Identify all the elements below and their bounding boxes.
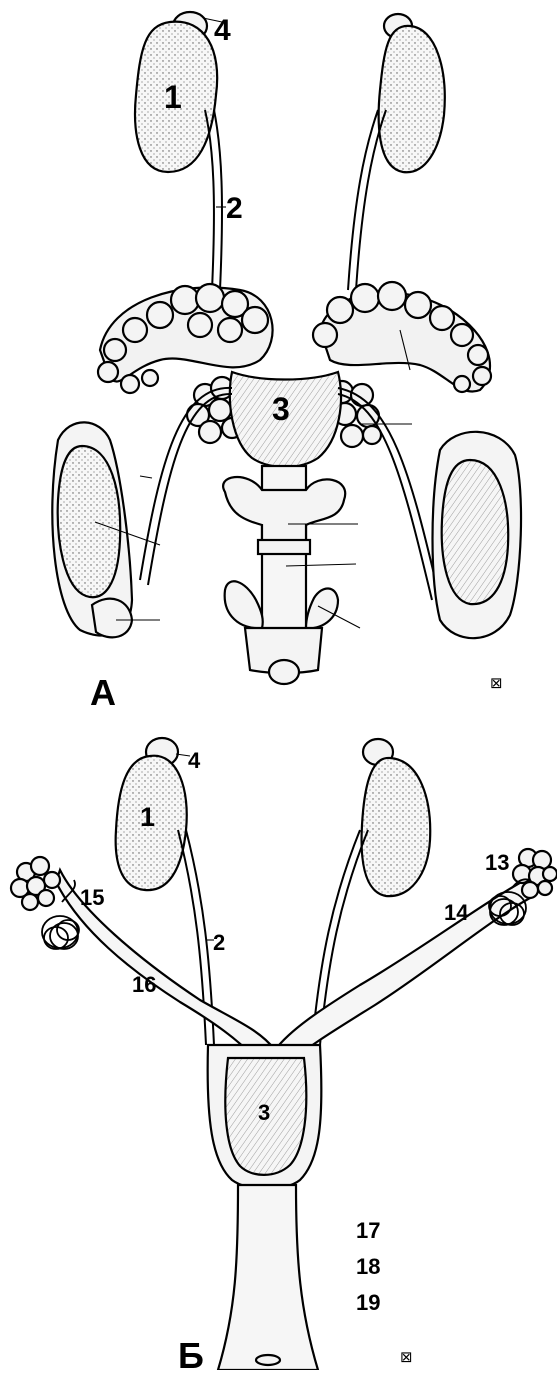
label-a-ureter: 2 — [226, 192, 243, 225]
epididymis-tail-left — [92, 599, 132, 638]
artist-mark-b: ⊠ — [400, 1349, 413, 1366]
testis-left — [58, 446, 121, 597]
label-b-18: 18 — [356, 1254, 380, 1279]
kidney-right — [379, 26, 445, 172]
label-b-uterine-horn: 16 — [132, 972, 156, 997]
label-b-19: 19 — [356, 1290, 380, 1315]
kidney-right — [362, 758, 431, 896]
glans — [269, 660, 299, 684]
artist-mark-a: ⊠ — [490, 675, 503, 692]
label-b-ureter: 2 — [213, 930, 225, 955]
testis-right — [442, 460, 509, 604]
panel-b: 1 2 3 4 13 14 15 16 17 18 19 Б ⊠ — [11, 738, 557, 1370]
vas-deferens-left-inner — [148, 394, 232, 585]
label-a-adrenal: 4 — [214, 14, 231, 47]
panel-a: 1 2 3 4 А ⊠ — [52, 12, 521, 713]
uterine-horns — [56, 870, 530, 1062]
label-b-bladder: 3 — [258, 1100, 270, 1125]
bulbourethral-gland-left — [225, 581, 263, 628]
panel-letter-a: А — [90, 672, 116, 713]
ureter-right-inner — [348, 110, 378, 290]
ureter-left-inner — [214, 110, 222, 290]
urethral-orifice — [256, 1355, 280, 1365]
panel-letter-b: Б — [178, 1335, 204, 1370]
label-b-adrenal: 4 — [188, 748, 201, 773]
ovary-left — [11, 857, 60, 910]
label-a-bladder: 3 — [272, 391, 290, 427]
vagina — [218, 1185, 318, 1370]
label-b-kidney: 1 — [140, 802, 155, 832]
label-b-oviduct: 15 — [80, 885, 104, 910]
label-b-infundibulum: 14 — [444, 900, 469, 925]
label-b-ovary: 13 — [485, 850, 509, 875]
label-a-kidney: 1 — [164, 79, 182, 115]
label-b-17: 17 — [356, 1218, 380, 1243]
urethra-band — [258, 540, 310, 554]
